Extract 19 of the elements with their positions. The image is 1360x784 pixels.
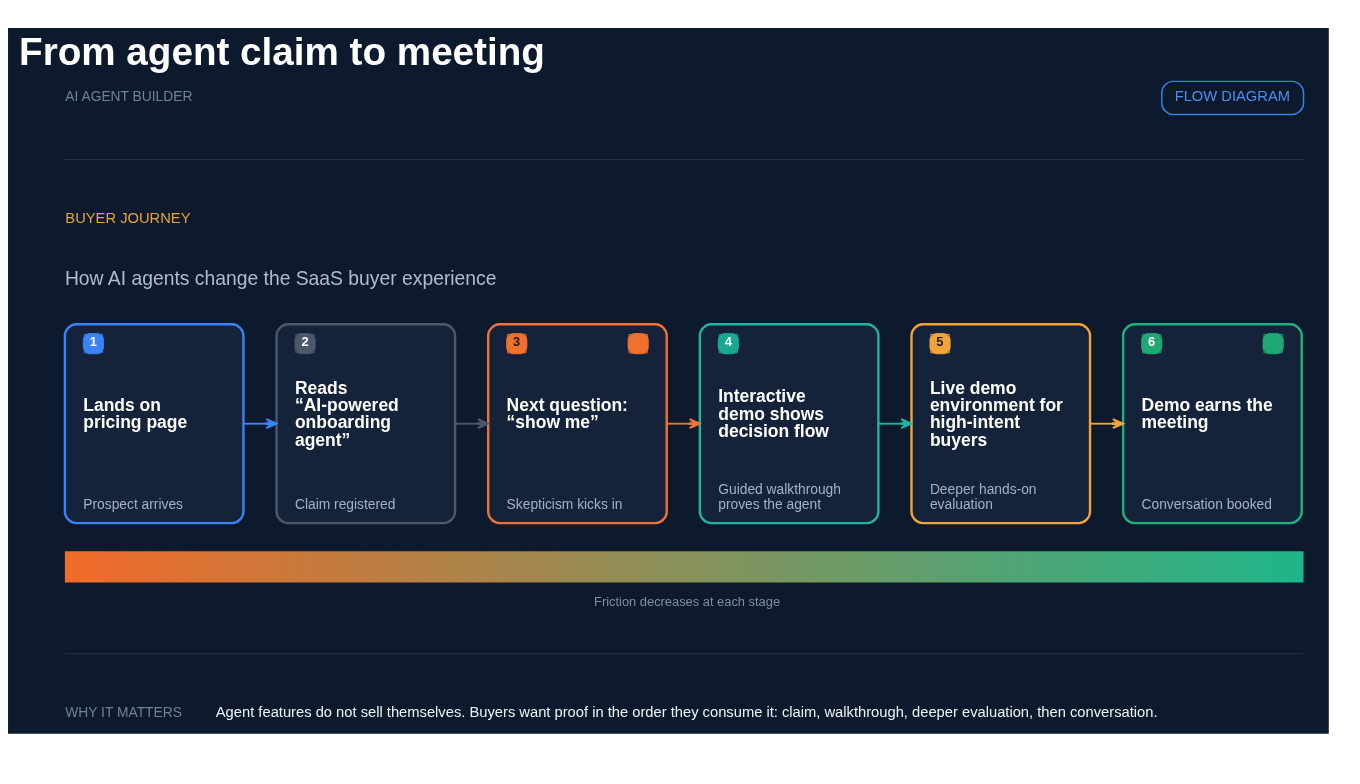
node-box: 5 Live demo environment for high-intent buyers Deeper hands-on evaluation (910, 322, 1092, 524)
label: How AI agents change the SaaS buyer experience (64, 267, 497, 289)
arrow (454, 417, 489, 429)
node-box: 2 Reads “AI-powered onboarding agent” Claim registered (275, 322, 457, 524)
node-box: 1 Lands on pricing page Prospect arrives (63, 322, 245, 524)
arrow (877, 417, 913, 429)
node-box: 6 Demo earns the meeting Conversation booked (1121, 322, 1303, 524)
label: AI AGENT BUILDER (65, 88, 193, 104)
node-box: 3 Next question: “show me” Skepticism kicks in (487, 322, 668, 524)
node-box: 4 Interactive demo shows decision flow Guided walkthrough proves the agent (698, 322, 880, 524)
arrow (1089, 417, 1124, 429)
label: BUYER JOURNEY (65, 209, 191, 226)
label: Friction decreases at each stage (594, 593, 781, 609)
arrow (242, 417, 278, 429)
diagram-title: From agent claim to meeting (19, 29, 545, 73)
arrow (665, 417, 701, 429)
label: WHY IT MATTERS (65, 704, 182, 720)
label: Agent features do not sell themselves. Buyers want proof in the order they consume it: claim, walkthrough, deeper evaluation, then conversation. (215, 703, 1158, 720)
node-box: FLOW DIAGRAM (1161, 80, 1305, 115)
